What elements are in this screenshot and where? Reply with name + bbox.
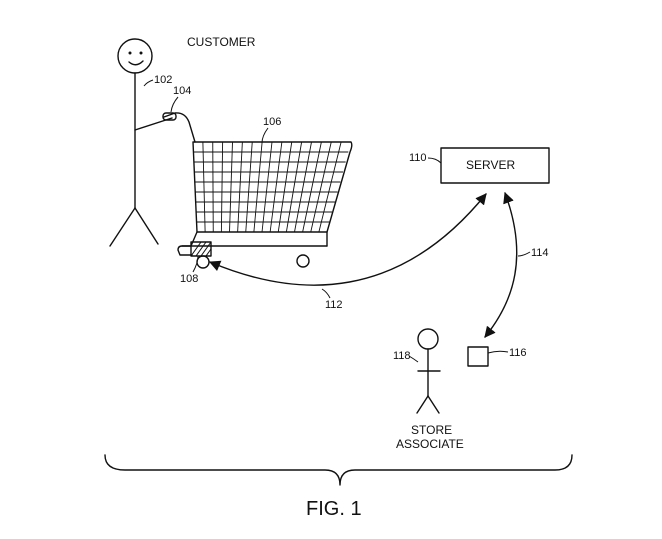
ref-associate: 118 (393, 350, 411, 362)
cart-wheel-back (296, 254, 310, 268)
customer-figure (109, 38, 173, 247)
hand-grip (162, 112, 177, 121)
server-label: SERVER (466, 158, 515, 172)
ref-hand: 104 (173, 85, 191, 97)
cart-link-arrow (208, 193, 487, 286)
cart-handle (163, 112, 196, 143)
tag-hatch (190, 241, 212, 257)
customer-label: CUSTOMER (187, 35, 256, 49)
ref-hand-leader (170, 96, 179, 113)
server-box (440, 147, 550, 184)
cart-grid-line (229, 141, 233, 233)
associate-leg-right (427, 395, 440, 414)
cart-grid-line (212, 141, 214, 233)
tag-hatch-line (200, 241, 212, 257)
associate-head (417, 328, 439, 350)
ref-cart-leader (261, 127, 269, 144)
cart-grid (193, 141, 349, 233)
tag-hatch-line (205, 248, 212, 257)
ref-server-leader (427, 157, 442, 164)
cart-grid-line (237, 141, 243, 233)
associate-leg-left (416, 395, 429, 414)
ref-device-link: 114 (531, 247, 549, 259)
cart-grid-line (302, 141, 322, 233)
cart-wheel-front (196, 255, 210, 269)
ref-device-link-leader (517, 251, 531, 257)
customer-eye-right (139, 51, 143, 55)
ref-customer: 102 (154, 74, 172, 86)
cart-grid-line (261, 141, 273, 233)
ref-cart-link-leader (321, 288, 331, 299)
cart-grid-line (310, 141, 332, 233)
cart-grid-line (285, 141, 303, 233)
ref-cart-link: 112 (325, 299, 343, 311)
cart-grid-line (202, 141, 206, 233)
associate-device (467, 346, 489, 367)
customer-head (117, 38, 153, 74)
customer-smile (128, 60, 144, 66)
customer-leg-left (109, 207, 136, 247)
cart-grid-line (220, 141, 224, 233)
ref-tag-leader (192, 255, 199, 273)
customer-eye-left (128, 51, 132, 55)
ref-tag: 108 (180, 273, 198, 285)
ref-cart: 106 (263, 116, 281, 128)
cart-frame-back (177, 231, 198, 256)
ref-associate-leader (408, 355, 419, 363)
shopping-cart (162, 112, 353, 269)
associate-label: ASSOCIATE (396, 437, 464, 451)
cart-grid-line (245, 141, 253, 233)
cart-grid-line (253, 141, 263, 233)
system-brace (104, 454, 573, 486)
tag-hatch-line (190, 241, 202, 257)
ref-device-leader (487, 350, 509, 354)
server: SERVER (440, 147, 550, 184)
cart-grid-line (318, 141, 342, 233)
store-label: STORE (411, 423, 452, 437)
device-link-arrow (484, 191, 518, 338)
customer-leg-right (134, 207, 159, 245)
ref-device: 116 (509, 347, 527, 359)
ref-customer-leader (143, 79, 154, 87)
figure-caption: FIG. 1 (306, 498, 362, 520)
cart-grid-line (294, 141, 312, 233)
store-associate-figure (416, 328, 441, 414)
ref-server: 110 (409, 152, 427, 164)
tag-hatch-line (195, 241, 207, 257)
